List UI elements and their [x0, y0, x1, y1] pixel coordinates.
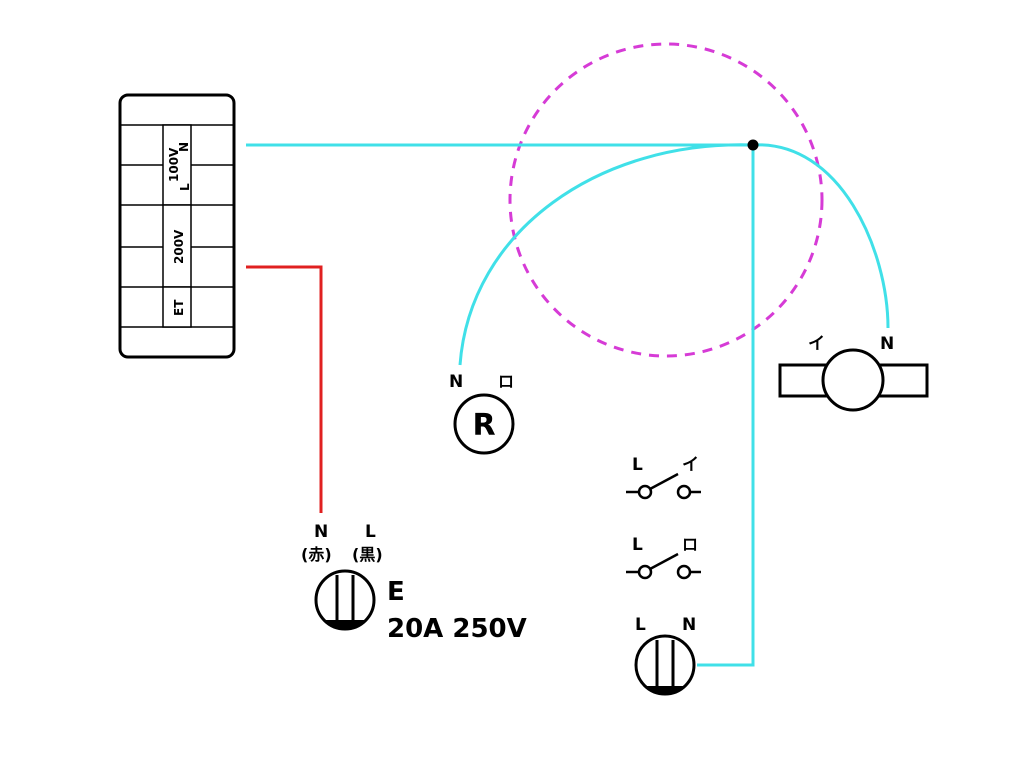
- receptacle-100v: L N: [634, 615, 696, 696]
- panel-label-n: N: [177, 142, 191, 152]
- switch-i-l-label: L: [632, 455, 643, 475]
- lamp-r-symbol: R: [472, 408, 495, 443]
- red-wire: [246, 265, 323, 513]
- receptacle-200v: N L (赤) (黒) E 20A 250V: [301, 522, 527, 644]
- receptacle-200v-n-color: (赤): [301, 545, 332, 564]
- receptacle-200v-l-label: L: [365, 522, 376, 542]
- switch-i-terminal-label: イ: [682, 455, 699, 475]
- panel-label-l: L: [178, 183, 192, 191]
- lamp-r: N ロ R: [449, 372, 515, 455]
- lamp-r-terminal-label: ロ: [498, 372, 514, 391]
- lamp-r-n-label: N: [449, 372, 463, 392]
- receptacle-100v-l-label: L: [635, 615, 646, 635]
- switch-ro: L ロ: [626, 535, 701, 580]
- lamp-fixture: イ N: [778, 334, 929, 412]
- switch-i: L イ: [626, 455, 701, 500]
- receptacle-100v-n-label: N: [682, 615, 696, 635]
- neutral-wires: [246, 143, 890, 667]
- junction-node: [747, 139, 759, 151]
- panel-label-200v: 200V: [172, 229, 186, 264]
- switch-ro-l-label: L: [632, 535, 643, 555]
- receptacle-200v-e-label: E: [387, 577, 405, 607]
- switch-ro-terminal-label: ロ: [682, 535, 698, 554]
- junction-box-circle: [508, 42, 824, 358]
- panel-label-100v: 100V: [167, 147, 181, 182]
- receptacle-200v-l-color: (黒): [352, 545, 383, 564]
- lamp-fixture-n-label: N: [880, 334, 894, 354]
- panel-label-et: ET: [172, 299, 186, 316]
- distribution-panel: 100V L N 200V ET: [118, 93, 236, 359]
- receptacle-200v-rating: 20A 250V: [387, 614, 527, 644]
- lamp-fixture-terminal-label: イ: [808, 334, 825, 354]
- receptacle-200v-n-label: N: [314, 522, 328, 542]
